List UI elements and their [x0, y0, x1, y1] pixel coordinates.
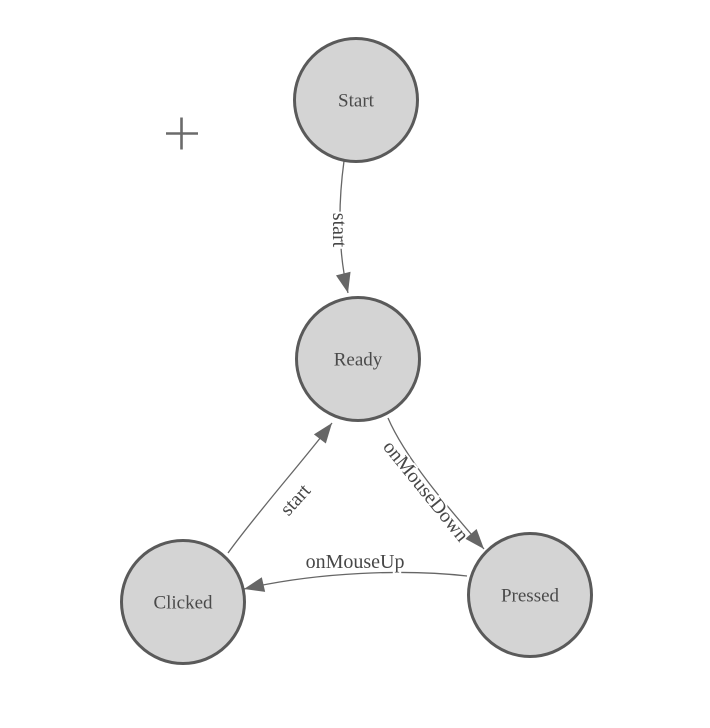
state-circle-ready[interactable] — [295, 296, 421, 422]
transition-pressed-to-clicked: onMouseUp — [243, 549, 468, 592]
transition-label-onmousedown: onMouseDown — [378, 436, 473, 546]
crosshair-strokes — [166, 117, 198, 150]
state-label-pressed: Pressed — [501, 586, 560, 607]
state-label-start: Start — [338, 91, 375, 112]
state-circle-start[interactable] — [293, 37, 419, 163]
transition-clicked-to-ready-path[interactable] — [227, 422, 333, 554]
state-node-pressed[interactable]: Pressed — [467, 532, 593, 658]
state-label-clicked: Clicked — [153, 593, 213, 614]
state-node-start[interactable]: Start — [293, 37, 419, 163]
transition-start-to-ready: start — [326, 160, 352, 294]
state-node-clicked[interactable]: Clicked — [120, 539, 246, 665]
state-label-ready: Ready — [334, 350, 383, 371]
transition-ready-to-pressed-path[interactable] — [387, 417, 485, 550]
states-layer: Start Ready Clicked Pressed — [120, 37, 593, 665]
transition-ready-to-pressed: onMouseDown — [376, 417, 485, 550]
transition-label-onmouseup: onMouseUp — [306, 551, 405, 573]
state-circle-clicked[interactable] — [120, 539, 246, 665]
state-node-ready[interactable]: Ready — [295, 296, 421, 422]
transition-label-start-1: start — [328, 213, 350, 248]
transition-pressed-to-clicked-path[interactable] — [243, 571, 468, 592]
transition-start-to-ready-path[interactable] — [335, 160, 351, 294]
state-circle-pressed[interactable] — [467, 532, 593, 658]
crosshair-cursor-icon — [166, 117, 198, 150]
transition-clicked-to-ready: start — [227, 422, 333, 554]
